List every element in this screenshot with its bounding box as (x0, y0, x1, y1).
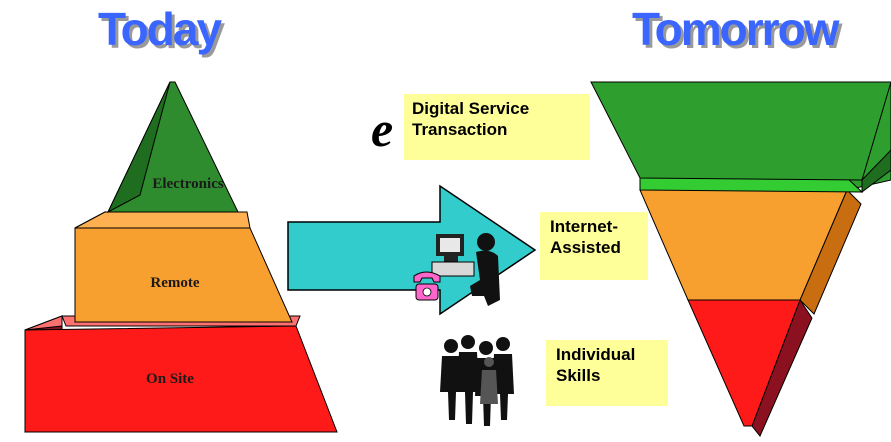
tomorrow-layer-bottom (687, 298, 813, 437)
today-pyramid (24, 81, 338, 433)
callout-individual-skills: Individual Skills (546, 340, 668, 406)
callout-digital-line1: Digital Service (412, 99, 530, 118)
label-onsite: On Site (146, 371, 194, 387)
title-tomorrow: Tomorrow (632, 3, 839, 55)
callout-internet-line1: Internet- (550, 217, 618, 236)
computer-user-icon (431, 233, 500, 306)
today-layer-electronics (106, 81, 239, 214)
tomorrow-layer-middle (639, 189, 862, 315)
tomorrow-pyramid (590, 81, 891, 437)
callout-internet-assisted: Internet- Assisted (540, 212, 648, 280)
callout-digital-service: Digital Service Transaction (404, 94, 590, 160)
callout-skills-line2: Skills (556, 366, 601, 385)
callout-skills-line1: Individual (556, 345, 636, 364)
tomorrow-layer-top (590, 81, 891, 194)
people-group-icon (440, 335, 514, 426)
label-remote: Remote (150, 275, 200, 291)
title-today: Today (98, 3, 222, 55)
callout-internet-line2: Assisted (550, 238, 621, 257)
e-symbol: e (371, 101, 394, 157)
today-layer-remote (74, 211, 293, 323)
telephone-icon (413, 271, 441, 301)
callout-digital-line2: Transaction (412, 120, 508, 139)
label-electronics: Electronics (152, 176, 224, 192)
